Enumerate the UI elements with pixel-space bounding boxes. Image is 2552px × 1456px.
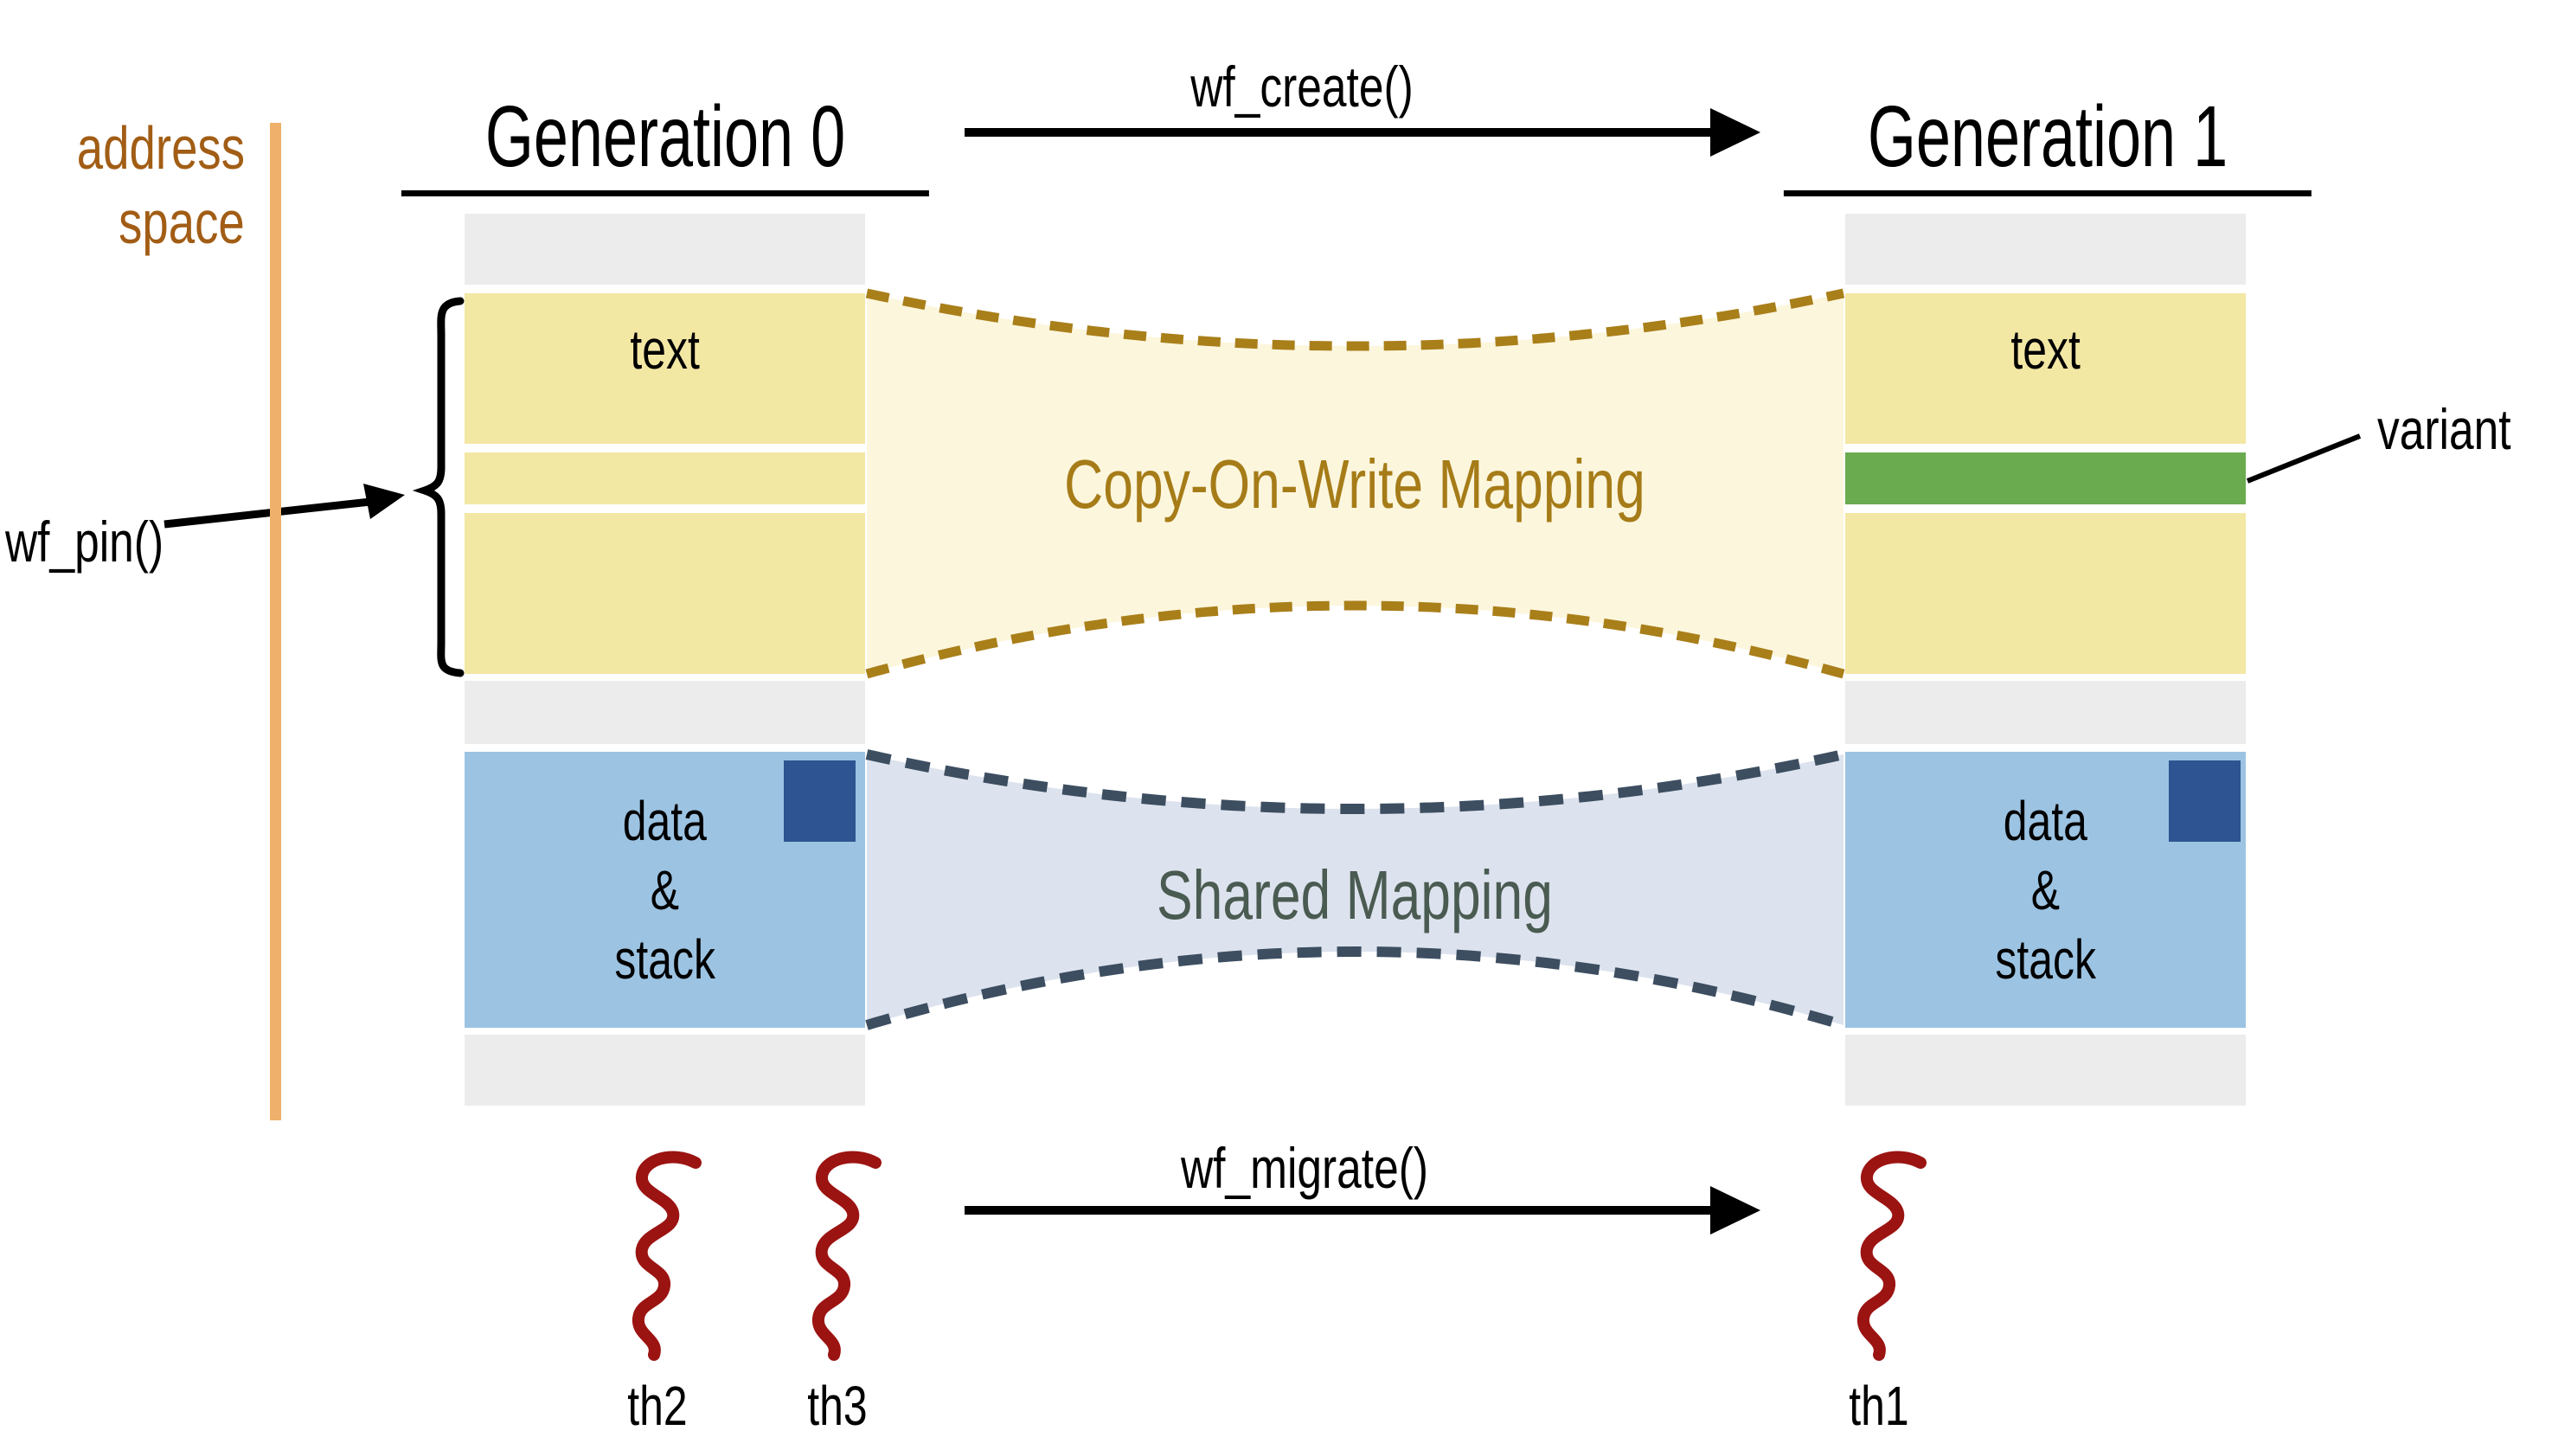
wf-migrate-label: wf_migrate()	[1180, 1136, 1429, 1200]
shared-bottom-dashed-border	[865, 946, 1845, 1030]
generation-0-heading: Generation 0	[401, 88, 930, 196]
address-space-axis	[270, 123, 281, 1120]
gen0-segment-data-stack: data & stack	[465, 752, 865, 1028]
gen1-segment-variant-green	[1845, 452, 2246, 504]
pin-brace	[412, 297, 465, 677]
gen1-segment-text: text	[1845, 293, 2246, 444]
gen1-segment-gray-bottom	[1845, 1035, 2246, 1106]
thread-th1-label: th1	[1849, 1375, 1909, 1437]
gen0-locked-page-square	[784, 760, 856, 842]
generation-0-title: Generation 0	[484, 88, 846, 185]
thread-th2-label: th2	[627, 1375, 688, 1437]
gen0-data-stack-label: data & stack	[614, 789, 715, 991]
wf-pin-arrow	[164, 484, 405, 529]
variant-leader-line	[2246, 433, 2362, 484]
gen1-segment-gray-top	[1845, 214, 2246, 285]
wf-migrate-arrow	[965, 1186, 1760, 1235]
address-space-label-line1: address	[76, 114, 245, 182]
cow-mapping-label: Copy-On-Write Mapping	[1064, 446, 1645, 523]
gen1-segment-yellow-lower	[1845, 513, 2246, 674]
shared-top-dashed-border	[865, 749, 1845, 814]
cow-bottom-dashed-border	[865, 600, 1845, 679]
cow-region-shape	[867, 293, 1843, 674]
generation-1-heading: Generation 1	[1783, 88, 2312, 196]
gen0-segment-gray-mid	[465, 681, 865, 744]
gen0-segment-text: text	[465, 293, 865, 444]
generation-1-title: Generation 1	[1867, 88, 2228, 185]
gen1-text-label: text	[2010, 318, 2081, 381]
thread-squiggle-th1	[1857, 1151, 1927, 1361]
shared-region-shape	[867, 754, 1843, 1025]
cow-top-dashed-border	[865, 288, 1845, 351]
wf-create-label: wf_create()	[1190, 55, 1414, 119]
gen0-segment-gray-top	[465, 214, 865, 285]
shared-mapping-label: Shared Mapping	[1157, 856, 1553, 933]
gen0-segment-gray-bottom	[465, 1035, 865, 1106]
wf-pin-label: wf_pin()	[5, 510, 164, 574]
gen1-segment-gray-mid	[1845, 681, 2246, 744]
gen1-segment-data-stack: data & stack	[1845, 752, 2246, 1028]
gen0-text-label: text	[630, 318, 700, 381]
thread-th3-label: th3	[807, 1375, 868, 1437]
thread-squiggle-th3	[812, 1151, 882, 1361]
address-space-label-line2: space	[119, 189, 245, 256]
gen1-data-stack-label: data & stack	[1995, 789, 2096, 991]
address-space-label: address space	[29, 111, 245, 260]
gen0-segment-yellow-thin	[465, 452, 865, 504]
gen0-segment-yellow-lower	[465, 513, 865, 674]
wf-create-arrow	[965, 108, 1760, 157]
gen1-locked-page-square	[2169, 760, 2241, 842]
thread-squiggle-th2	[632, 1151, 702, 1361]
variant-label: variant	[2377, 397, 2511, 461]
